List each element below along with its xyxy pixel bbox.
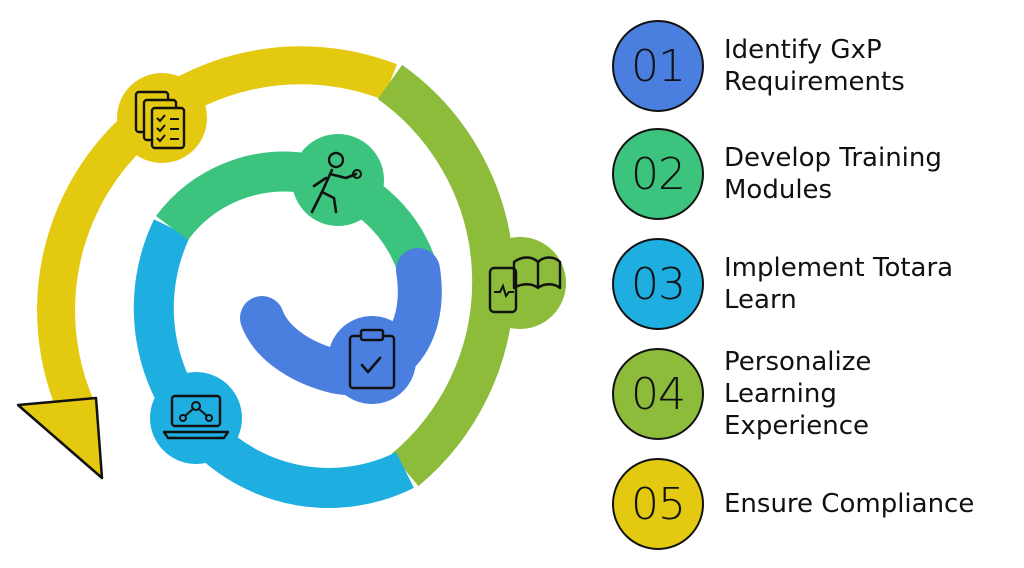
laptop-network-icon bbox=[150, 372, 242, 464]
step-label: Ensure Compliance bbox=[724, 489, 975, 519]
step-badge-04: 04 bbox=[612, 348, 704, 440]
step-badge-05: 05 bbox=[612, 458, 704, 550]
step-number: 04 bbox=[631, 368, 686, 420]
step-02: 02 Develop Training Modules bbox=[612, 126, 994, 222]
documents-checklist-icon bbox=[117, 73, 207, 163]
step-label: Implement Totara Learn bbox=[724, 253, 954, 315]
step-badge-03: 03 bbox=[612, 238, 704, 330]
step-number: 01 bbox=[631, 40, 686, 92]
step-badge-02: 02 bbox=[612, 128, 704, 220]
step-05: 05 Ensure Compliance bbox=[612, 456, 994, 552]
step-01: 01 Identify GxP Requirements bbox=[612, 18, 994, 114]
step-label: Develop Training Modules bbox=[724, 143, 942, 205]
mobile-book-icon bbox=[474, 237, 566, 329]
step-04: 04 Personalize Learning Experience bbox=[612, 346, 994, 442]
step-label: Identify GxP Requirements bbox=[724, 35, 905, 97]
step-label: Personalize Learning Experience bbox=[724, 347, 872, 441]
spiral-diagram bbox=[16, 46, 566, 508]
runner-icon bbox=[292, 134, 384, 226]
step-number: 02 bbox=[631, 148, 686, 200]
clipboard-check-icon bbox=[328, 316, 416, 404]
step-number: 05 bbox=[631, 478, 686, 530]
step-03: 03 Implement Totara Learn bbox=[612, 236, 994, 332]
spiral-arrowhead bbox=[16, 396, 104, 480]
spiral-segment-05 bbox=[37, 46, 397, 429]
step-number: 03 bbox=[631, 258, 686, 310]
step-badge-01: 01 bbox=[612, 20, 704, 112]
